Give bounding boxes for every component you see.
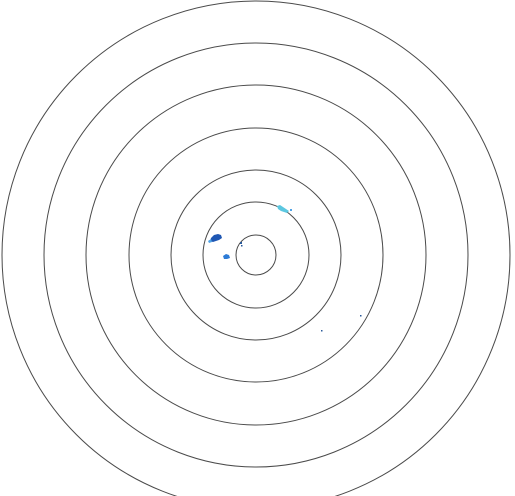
- precipitation-echoes: [208, 205, 362, 332]
- echo-cluster-southwest: [223, 254, 230, 259]
- echo-cluster-west-edge: [208, 239, 212, 243]
- range-ring-2: [202, 201, 310, 309]
- echo-speck-southeast-b: [360, 315, 362, 317]
- echo-speck-northeast: [290, 209, 292, 211]
- echo-speck-center-a: [240, 242, 242, 244]
- range-ring-1: [235, 234, 277, 276]
- echo-speck-center-b: [241, 245, 243, 247]
- echo-speck-southeast-a: [321, 330, 323, 332]
- echo-cluster-northeast: [277, 205, 289, 213]
- range-ring-4: [128, 127, 384, 383]
- range-ring-6: [43, 42, 469, 468]
- range-ring-5: [85, 84, 427, 426]
- echo-cluster-west: [210, 234, 222, 242]
- range-ring-3: [170, 169, 342, 341]
